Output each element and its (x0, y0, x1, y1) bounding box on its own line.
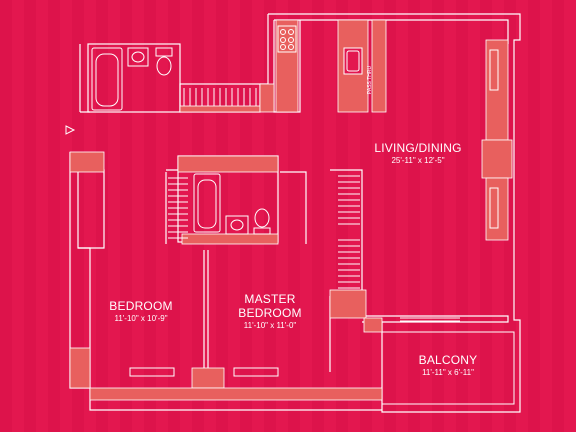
living-dining-dimensions: 25'-11" x 12'-5" (391, 156, 444, 165)
inner-bathtub-icon (193, 173, 221, 233)
bottom-left-block (69, 347, 91, 389)
inner-toilet-icon (253, 208, 271, 235)
entry-wall-block (259, 83, 275, 113)
pass-thru-column (371, 19, 387, 113)
fixtures (91, 25, 363, 235)
top-bath-wall (87, 43, 181, 113)
outer-bottom-wall (89, 387, 383, 401)
inner-closet-cap (177, 155, 279, 173)
window-right-mid (489, 187, 499, 229)
bedroom-name: BEDROOM (109, 299, 172, 313)
bedroom-divider-wall (203, 250, 209, 372)
closet-rods (168, 88, 360, 289)
pass-thru-label: PASS THRU (367, 66, 373, 95)
toilet-icon (155, 47, 173, 76)
bedroom-dimensions: 11'-10" x 10'-9" (114, 314, 167, 323)
window-bottom-left (129, 367, 175, 377)
entry-arrow-icon (65, 125, 76, 135)
living-dining-name: LIVING/DINING (374, 141, 461, 155)
right-column-bottom (485, 177, 509, 241)
bottom-right-block (329, 289, 367, 319)
upper-left-wall (79, 44, 90, 113)
master-bedroom-dimensions: 11'-10" x 11'-0" (244, 321, 297, 330)
balcony-outline (382, 331, 515, 405)
inner-sink-icon (225, 215, 249, 235)
divider-base (191, 367, 225, 389)
windows (129, 49, 499, 377)
balcony-dimensions: 11'-11" x 6'-11" (422, 368, 474, 377)
window-bottom-mid (233, 367, 279, 377)
bathtub-icon (91, 47, 123, 111)
kitchen-sink-icon (343, 47, 363, 75)
sink-icon (127, 47, 149, 67)
balcony-name: BALCONY (419, 353, 478, 367)
range-counter (275, 19, 299, 113)
right-pillar (481, 139, 513, 179)
window-right-top (489, 49, 499, 91)
master-bedroom-name-line2: BEDROOM (238, 306, 301, 320)
cooktop-icon (277, 25, 297, 53)
wall-fills (69, 19, 513, 401)
living-bottom-wall (362, 315, 509, 323)
balcony-corner (363, 317, 383, 333)
top-closet-base (179, 105, 261, 113)
window-balcony (400, 317, 460, 322)
master-bedroom-name-line1: MASTER (244, 292, 295, 306)
left-closet-block (69, 151, 105, 173)
top-closet-hangers (183, 88, 257, 106)
left-closet-hangers (168, 177, 188, 239)
bath-divider-block (181, 233, 279, 245)
right-closet-hangers (338, 175, 360, 289)
